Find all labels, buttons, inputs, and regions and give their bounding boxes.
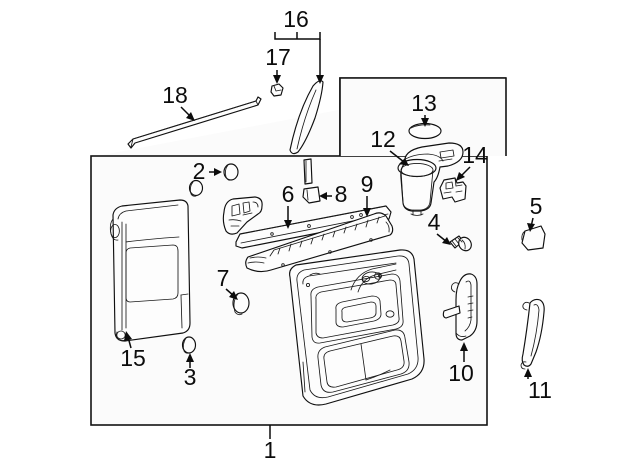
- arrowhead-14: [456, 172, 465, 181]
- callout-label-11: 11: [528, 377, 552, 403]
- callout-leaders: [124, 32, 535, 439]
- callout-label-8: 8: [335, 181, 348, 207]
- part-17-retainer-clip: [270, 83, 284, 97]
- arrowhead-15: [124, 331, 132, 341]
- callout-numbers: 1 2 3 4 5 6 7 8 9 10 11 12 13 14 15 16 1…: [120, 6, 552, 463]
- arrowhead-12: [399, 158, 409, 166]
- clip-detail-vertical: [303, 158, 313, 185]
- callout-label-16: 16: [283, 6, 309, 32]
- part-4-screw: [449, 235, 472, 252]
- arrowhead-5: [527, 223, 535, 232]
- callout-label-17: 17: [265, 44, 291, 70]
- callout-label-1: 1: [264, 437, 277, 463]
- callout-label-7: 7: [217, 265, 230, 291]
- part-1-door-trim-panel-assembly: [289, 249, 425, 406]
- callout-label-4: 4: [428, 209, 441, 235]
- arrowhead-7: [229, 291, 238, 300]
- callout-label-3: 3: [184, 364, 197, 390]
- callout-label-6: 6: [282, 181, 295, 207]
- arrowhead-6: [284, 220, 292, 229]
- part-2-plug-cap-secondary: [188, 179, 204, 197]
- callout-label-5: 5: [530, 193, 543, 219]
- group-box-upper-right-edges: [339, 77, 507, 156]
- part-6-upper-garnish-molding: [235, 205, 392, 249]
- arrowhead-16: [316, 75, 324, 84]
- callout-label-2: 2: [193, 158, 206, 184]
- arrowhead-9: [363, 208, 371, 217]
- leader-12: [389, 150, 405, 163]
- part-11-side-weatherstrip-seal: [520, 298, 545, 370]
- callout-label-14: 14: [462, 142, 488, 168]
- part-12-cup-holder: [397, 142, 464, 216]
- callout-label-15: 15: [120, 345, 146, 371]
- arrowhead-2: [214, 168, 222, 176]
- arrowhead-8: [319, 192, 327, 200]
- arrowhead-17: [273, 75, 281, 84]
- callout-label-9: 9: [361, 171, 374, 197]
- arrowhead-3: [186, 353, 194, 362]
- arrowhead-4: [442, 237, 451, 245]
- arrowhead-18: [186, 112, 195, 121]
- arrowhead-10: [460, 342, 468, 351]
- part-9-lower-garnish-molding: [245, 212, 394, 273]
- arrowhead-11: [524, 368, 532, 377]
- callout-label-13: 13: [411, 90, 437, 116]
- part-16-pillar-garnish: [289, 80, 324, 155]
- part-14-switch-bezel-retainer: [439, 177, 467, 203]
- part-15-rear-quarter-trim-panel: [109, 199, 191, 342]
- callout-label-18: 18: [162, 82, 188, 108]
- bracket-detail-unlabeled: [222, 196, 263, 235]
- part-3-plug-cap-lower: [181, 336, 197, 354]
- part-10-pull-handle-armrest: [442, 273, 478, 341]
- callout-label-12: 12: [370, 126, 396, 152]
- arrowhead-13: [421, 118, 429, 127]
- callout-label-10: 10: [448, 360, 474, 386]
- part-5-cover-wedge: [521, 225, 546, 251]
- part-2-plug-cap-upper: [223, 163, 239, 181]
- part-8-end-cap-clip: [302, 186, 321, 204]
